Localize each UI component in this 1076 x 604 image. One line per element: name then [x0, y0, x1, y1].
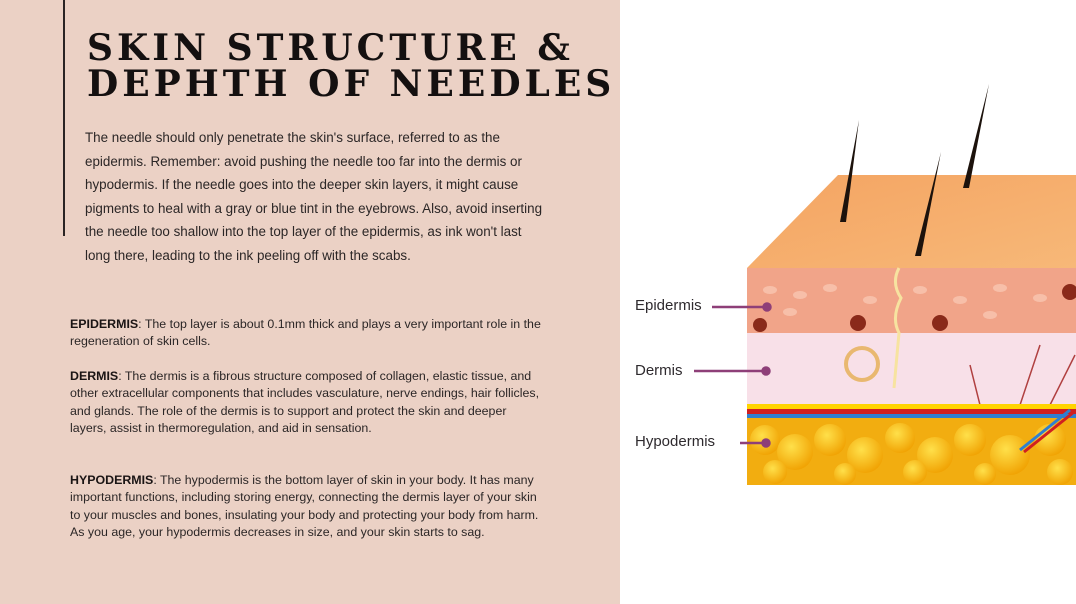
section-text: : The dermis is a fibrous structure comp… [70, 369, 540, 436]
epidermis-section: EPIDERMIS: The top layer is about 0.1mm … [70, 316, 545, 351]
skin-surface [747, 175, 1076, 268]
epidermis-layer [747, 268, 1076, 333]
dermis-label: Dermis [635, 362, 683, 379]
hypodermis-label: Hypodermis [635, 433, 716, 450]
section-term: DERMIS [70, 369, 119, 383]
hair-icons [840, 84, 989, 256]
text-panel: SKIN STRUCTURE &DEPHTH OF NEEDLES The ne… [0, 0, 620, 604]
section-term: HYPODERMIS [70, 473, 154, 487]
hypodermis-section: HYPODERMIS: The hypodermis is the bottom… [70, 472, 545, 542]
section-text: : The top layer is about 0.1mm thick and… [70, 317, 541, 349]
dermis-layer [747, 333, 1076, 405]
skin-diagram [694, 84, 1076, 485]
intro-paragraph: The needle should only penetrate the ski… [85, 130, 543, 263]
dermis-section: DERMIS: The dermis is a fibrous structur… [70, 368, 545, 438]
section-text: : The hypodermis is the bottom layer of … [70, 473, 539, 540]
accent-divider [63, 0, 65, 236]
section-term: EPIDERMIS [70, 317, 139, 331]
epidermis-label: Epidermis [635, 297, 702, 314]
page-title: SKIN STRUCTURE &DEPHTH OF NEEDLES [87, 30, 615, 102]
title-line-1: SKIN STRUCTURE & [87, 27, 574, 69]
title-line-2: DEPHTH OF NEEDLES [87, 63, 616, 105]
